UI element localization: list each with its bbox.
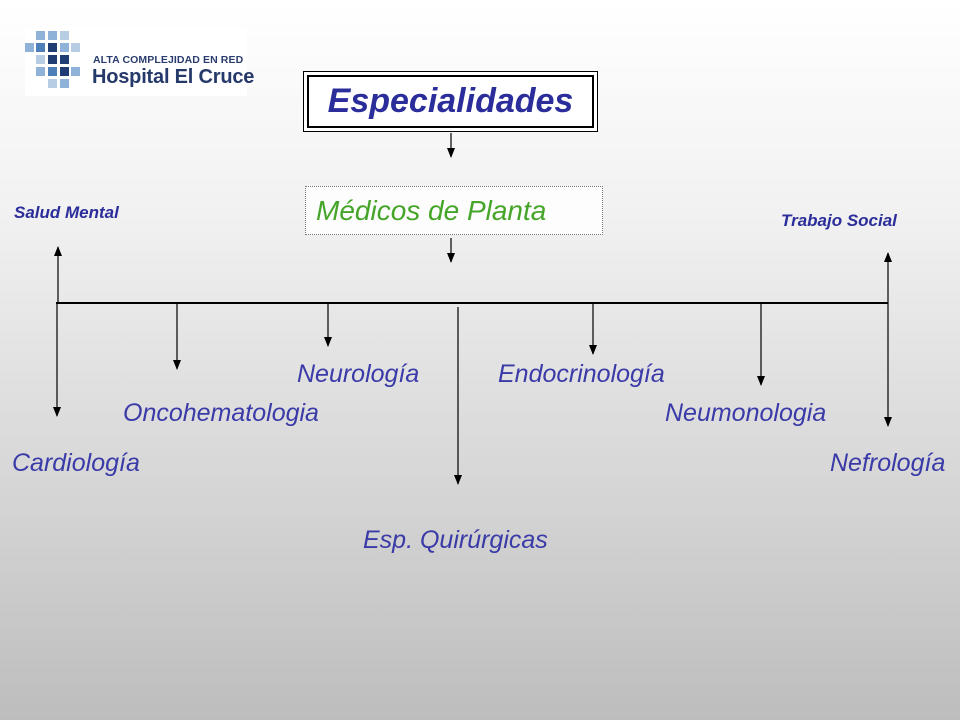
- logo-mark-square: [36, 67, 45, 76]
- logo-mark-square: [48, 67, 57, 76]
- logo-mark-square: [36, 31, 45, 40]
- logo-mark-square: [60, 43, 69, 52]
- logo-mark-square: [36, 55, 45, 64]
- logo-mark-square: [48, 55, 57, 64]
- label-esp-quirurgicas: Esp. Quirúrgicas: [363, 526, 548, 554]
- logo-mark-square: [60, 31, 69, 40]
- diagram-title: Especialidades: [327, 82, 574, 120]
- logo-mark-square: [60, 79, 69, 88]
- label-endocrinologia: Endocrinología: [498, 360, 665, 388]
- logo-mark-square: [71, 67, 80, 76]
- hospital-logo: ALTA COMPLEJIDAD EN RED Hospital El Cruc…: [25, 26, 254, 96]
- logo-mark-square: [60, 55, 69, 64]
- label-neurologia: Neurología: [297, 360, 420, 388]
- logo-tagline: ALTA COMPLEJIDAD EN RED: [93, 54, 244, 66]
- logo-mark-square: [48, 31, 57, 40]
- logo-name: Hospital El Cruce: [92, 66, 255, 88]
- logo-mark-square: [60, 67, 69, 76]
- logo-mark-square: [48, 43, 57, 52]
- title-node: Especialidades: [303, 71, 598, 132]
- label-cardiologia: Cardiología: [12, 449, 140, 477]
- logo-mark-square: [25, 43, 34, 52]
- title-node-inner-border: Especialidades: [307, 75, 594, 128]
- label-nefrologia: Nefrología: [830, 449, 946, 477]
- label-trabajo-social: Trabajo Social: [781, 211, 897, 230]
- logo-mark-square: [48, 79, 57, 88]
- logo-mark-square: [71, 43, 80, 52]
- logo-mark-square: [36, 43, 45, 52]
- medicos-node: Médicos de Planta: [305, 186, 603, 235]
- medicos-label: Médicos de Planta: [316, 195, 547, 226]
- label-oncohematologia: Oncohematologia: [123, 399, 319, 427]
- label-neumonologia: Neumonologia: [665, 399, 827, 427]
- label-salud-mental: Salud Mental: [14, 203, 119, 222]
